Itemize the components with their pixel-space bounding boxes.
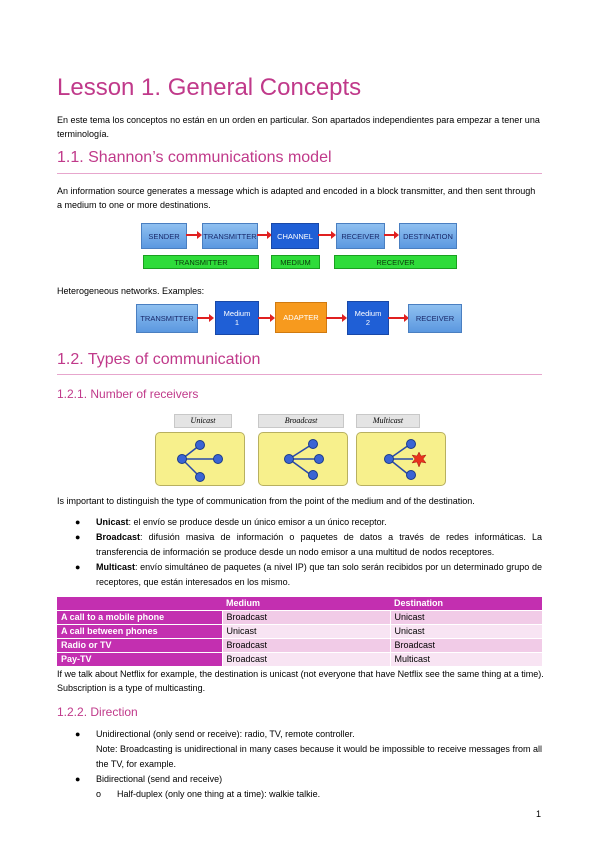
table-header: Destination	[390, 597, 542, 611]
table-row: Radio or TV Broadcast Broadcast	[57, 638, 542, 653]
page-title: Lesson 1. General Concepts	[57, 74, 362, 101]
transmitter-box: TRANSMITTER	[202, 223, 258, 249]
direction-list: ● Unidirectional (only send or receive): …	[75, 727, 542, 802]
section-1-2-heading: 1.2. Types of communication	[57, 351, 261, 368]
table-cell: Unicast	[221, 624, 390, 639]
table-header: Medium	[222, 597, 390, 611]
table-cell: Unicast	[389, 610, 542, 625]
bullet-icon: ●	[75, 729, 81, 739]
heterogeneous-label: Heterogeneous networks. Examples:	[57, 286, 205, 296]
list-item: ● Unicast: el envío se produce desde un ú…	[75, 515, 542, 530]
arrow	[257, 231, 272, 239]
transmitter-group-bar: TRANSMITTER	[143, 255, 259, 269]
multicast-diagram	[356, 432, 446, 486]
table-cell: Broadcast	[221, 610, 390, 625]
section-divider	[57, 374, 542, 375]
table-cell: Broadcast	[389, 638, 542, 653]
term: Broadcast	[96, 532, 141, 542]
sender-box: SENDER	[141, 223, 187, 249]
note-text: Note: Broadcasting is unidirectional in …	[96, 744, 542, 769]
bullet-icon: ●	[75, 517, 81, 527]
table-row: Pay-TV Broadcast Multicast	[57, 652, 542, 667]
table-cell: Broadcast	[221, 652, 390, 667]
section-1-2-2-heading: 1.2.2. Direction	[57, 705, 138, 719]
sub-list-item: o Half-duplex (only one thing at a time):…	[75, 787, 542, 802]
definition: : envío simultáneo de paquetes (a nivel …	[96, 562, 542, 587]
list-text: Half-duplex (only one thing at a time): …	[117, 789, 321, 799]
destination-box: DESTINATION	[399, 223, 457, 249]
unicast-label: Unicast	[174, 414, 232, 428]
multicast-graph	[384, 439, 427, 480]
list-text: Unidirectional (only send or receive): r…	[96, 729, 355, 739]
arrow	[258, 314, 275, 322]
term: Unicast	[96, 517, 129, 527]
broadcast-label: Broadcast	[258, 414, 344, 428]
netflix-paragraph: If we talk about Netflix for example, th…	[57, 669, 544, 693]
table-cell: Unicast	[389, 624, 542, 639]
medium-group-bar: MEDIUM	[271, 255, 320, 269]
table-row: A call between phones Unicast Unicast	[57, 624, 542, 639]
arrow	[326, 314, 347, 322]
broadcast-graph	[284, 439, 324, 480]
list-item: ● Bidirectional (send and receive)	[75, 772, 542, 787]
bullet-icon: ●	[75, 774, 81, 784]
table-header	[57, 597, 222, 611]
medium-2-box: Medium 2	[347, 301, 389, 335]
adapter-box: ADAPTER	[275, 302, 327, 333]
bullet-icon: ●	[75, 562, 81, 572]
section-1-2-1-heading: 1.2.1. Number of receivers	[57, 387, 199, 401]
term: Multicast	[96, 562, 136, 572]
arrow	[186, 231, 202, 239]
channel-box: CHANNEL	[271, 223, 319, 249]
list-item: ● Broadcast: difusión masiva de informaci…	[75, 530, 542, 560]
hollow-bullet-icon: o	[96, 789, 102, 799]
multicast-label: Multicast	[356, 414, 420, 428]
table-row: A call to a mobile phone Broadcast Unica…	[57, 610, 542, 625]
section-divider	[57, 173, 542, 174]
unicast-diagram	[155, 432, 245, 486]
section-1-1-heading: 1.1. Shannon’s communications model	[57, 149, 332, 166]
arrow	[318, 231, 336, 239]
list-text: Bidirectional (send and receive)	[96, 774, 223, 784]
row-label: Radio or TV	[57, 638, 222, 653]
communication-table: Medium Destination A call to a mobile ph…	[57, 597, 542, 667]
bullet-icon: ●	[75, 532, 81, 542]
broadcast-diagram	[258, 432, 348, 486]
intro-paragraph: En este tema los conceptos no están en u…	[57, 115, 540, 139]
receiver-box: RECEIVER	[408, 304, 462, 333]
table-cell: Broadcast	[221, 638, 390, 653]
unicast-graph	[177, 440, 223, 482]
row-label: A call between phones	[57, 624, 222, 639]
receiver-box: RECEIVER	[336, 223, 385, 249]
arrow	[384, 231, 399, 239]
arrow	[388, 314, 409, 322]
transmitter-box: TRANSMITTER	[136, 304, 198, 333]
receiver-group-bar: RECEIVER	[334, 255, 457, 269]
cast-types-list: ● Unicast: el envío se produce desde un ú…	[75, 515, 542, 590]
list-item: ● Multicast: envío simultáneo de paquetes…	[75, 560, 542, 590]
shannon-paragraph: An information source generates a messag…	[57, 186, 536, 210]
row-label: A call to a mobile phone	[57, 610, 222, 625]
list-item: ● Unidirectional (only send or receive): …	[75, 727, 542, 742]
definition: : difusión masiva de información o paque…	[96, 532, 542, 557]
arrow	[197, 314, 214, 322]
medium-destination-paragraph: Is important to distinguish the type of …	[57, 496, 475, 506]
medium-1-box: Medium 1	[215, 301, 259, 335]
page-number: 1	[536, 809, 542, 819]
table-header-row: Medium Destination	[57, 597, 542, 611]
definition: : el envío se produce desde un único emi…	[128, 517, 387, 527]
table-cell: Multicast	[389, 652, 542, 667]
row-label: Pay-TV	[57, 652, 222, 667]
